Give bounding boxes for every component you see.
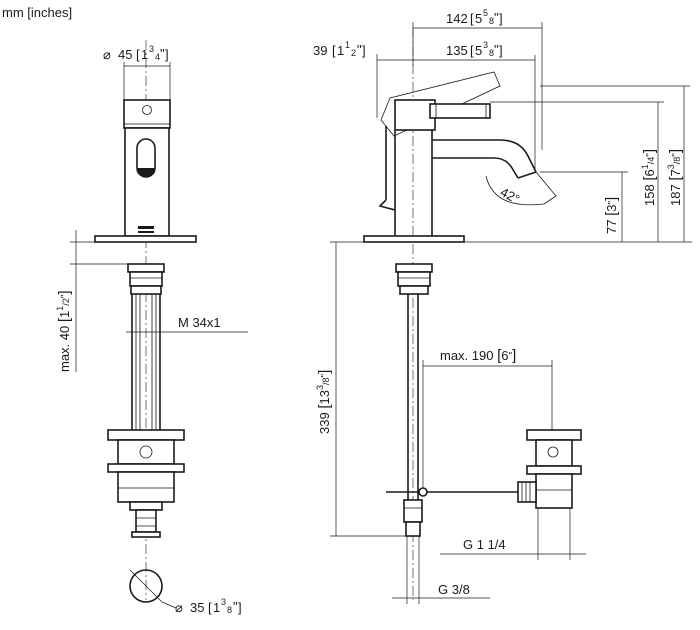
height-spout-label: 158 [61/4"] <box>640 149 658 206</box>
svg-text:]: ] <box>238 600 242 615</box>
top-diameter-inch: 1 <box>141 47 148 62</box>
svg-text:5: 5 <box>475 11 482 26</box>
svg-text:[: [ <box>470 11 474 26</box>
svg-text:": " <box>160 46 165 61</box>
svg-text:[: [ <box>136 47 140 62</box>
overall-length-mm: 142 <box>446 11 468 26</box>
bottom-diameter-mm: 35 <box>190 600 204 615</box>
svg-text:]: ] <box>165 47 169 62</box>
svg-text:]: ] <box>499 43 503 58</box>
svg-text:3: 3 <box>149 44 154 54</box>
top-diameter-symbol: ⌀ <box>103 47 111 62</box>
svg-text:5: 5 <box>475 43 482 58</box>
height-total-label: 187 [73/8"] <box>666 149 684 206</box>
lever-offset-mm: 39 <box>313 43 327 58</box>
svg-text:2: 2 <box>351 48 356 58</box>
supply-thread-label: G 3/8 <box>438 582 470 597</box>
svg-text:1: 1 <box>213 600 220 615</box>
svg-text:8: 8 <box>227 605 232 615</box>
svg-text:8: 8 <box>489 48 494 58</box>
svg-text:]: ] <box>362 43 366 58</box>
units-label: mm [inches] <box>2 5 72 20</box>
svg-text:3: 3 <box>483 40 488 50</box>
svg-text:1: 1 <box>337 43 344 58</box>
svg-text:3: 3 <box>221 597 226 607</box>
waste-thread-label: G 1 1/4 <box>463 537 506 552</box>
svg-text:[: [ <box>332 43 336 58</box>
lever-angle: 42° <box>498 184 522 206</box>
below-deck-label: 339 [133/8"] <box>315 370 333 434</box>
svg-text:": " <box>494 10 499 25</box>
svg-text:": " <box>233 599 238 614</box>
svg-text:8: 8 <box>489 16 494 26</box>
svg-text:": " <box>357 42 362 57</box>
bottom-diameter-symbol: ⌀ <box>175 600 183 615</box>
svg-text:1: 1 <box>345 40 350 50</box>
thread-label: M 34x1 <box>178 315 221 330</box>
side-view: 142 [ 5 5 8 " ] 135 [ 5 3 8 " ] 39 [ 1 1… <box>313 8 692 604</box>
projection-mm: 135 <box>446 43 468 58</box>
svg-text:": " <box>494 42 499 57</box>
svg-text:]: ] <box>499 11 503 26</box>
svg-text:[: [ <box>208 600 212 615</box>
top-diameter-mm: 45 <box>118 47 132 62</box>
max-reach-label: max. 190 [6"] <box>440 347 516 364</box>
svg-text:[: [ <box>470 43 474 58</box>
front-view: ⌀ 45 [ 1 3 4 " ] max. 40 [11/2"] <box>55 40 248 615</box>
svg-text:4: 4 <box>155 52 160 62</box>
svg-text:5: 5 <box>483 8 488 18</box>
max-thickness-label: max. 40 [11/2"] <box>55 290 73 372</box>
height-outlet-label: 77 [3"] <box>603 197 620 234</box>
